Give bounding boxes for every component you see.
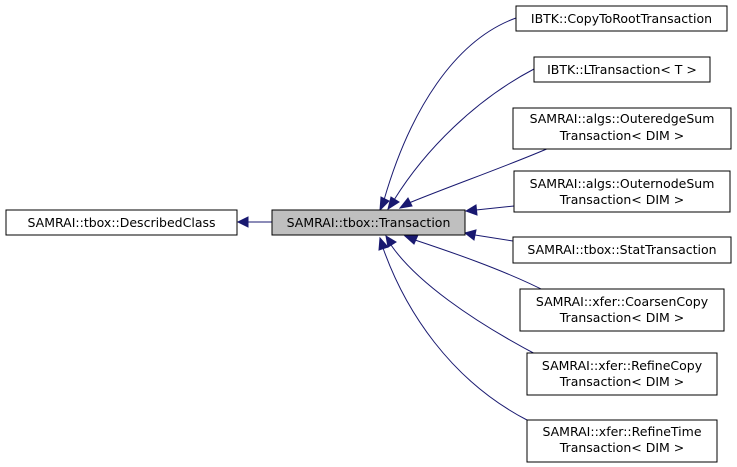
class-node-label: Transaction< DIM >	[559, 440, 685, 455]
edge-stat-transaction-to-transaction	[463, 229, 514, 242]
edge-arrowhead	[387, 196, 400, 211]
class-node-transaction[interactable]: SAMRAI::tbox::Transaction	[271, 209, 466, 236]
edge-copy-to-root-to-transaction	[379, 17, 517, 212]
class-node-label: Transaction< DIM >	[559, 192, 685, 207]
edge-arrowhead	[398, 197, 413, 209]
edge-outernode-sum-to-transaction	[464, 204, 515, 216]
class-node-label: IBTK::CopyToRootTransaction	[531, 11, 712, 26]
class-node-label: Transaction< DIM >	[559, 374, 685, 389]
edge-refine-time-to-transaction	[378, 236, 528, 421]
class-node-label: Transaction< DIM >	[559, 310, 685, 325]
class-node-described-class[interactable]: SAMRAI::tbox::DescribedClass	[5, 209, 238, 236]
class-node-copy-to-root-transaction[interactable]: IBTK::CopyToRootTransaction	[515, 5, 728, 32]
edge-transaction-to-described-class	[236, 216, 272, 228]
class-node-label: Transaction< DIM >	[559, 128, 685, 143]
edge-arrowhead	[403, 234, 419, 245]
class-node-outeredge-sum-transaction[interactable]: SAMRAI::algs::OuteredgeSum Transaction< …	[512, 107, 732, 150]
edge-arrowhead	[236, 216, 249, 228]
class-node-stat-transaction[interactable]: SAMRAI::tbox::StatTransaction	[512, 236, 732, 264]
edge-outeredge-sum-to-transaction	[398, 147, 550, 209]
class-node-label: SAMRAI::xfer::RefineTime	[542, 424, 701, 439]
class-node-label: SAMRAI::xfer::CoarsenCopy	[536, 294, 709, 309]
edge-ltransaction-to-transaction	[387, 68, 535, 211]
class-node-label: SAMRAI::tbox::DescribedClass	[27, 215, 215, 230]
class-node-label: SAMRAI::algs::OuteredgeSum	[530, 111, 715, 126]
edge-arrowhead	[385, 235, 397, 248]
class-node-label: IBTK::LTransaction< T >	[547, 62, 697, 77]
class-node-refine-copy-transaction[interactable]: SAMRAI::xfer::RefineCopy Transaction< DI…	[526, 352, 718, 396]
edge-arrowhead	[378, 236, 389, 251]
class-node-ltransaction[interactable]: IBTK::LTransaction< T >	[533, 56, 711, 83]
class-node-coarsen-copy-transaction[interactable]: SAMRAI::xfer::CoarsenCopy Transaction< D…	[519, 288, 725, 332]
class-node-label: SAMRAI::tbox::StatTransaction	[527, 242, 716, 257]
class-node-outernode-sum-transaction[interactable]: SAMRAI::algs::OuternodeSum Transaction< …	[513, 170, 731, 213]
edge-refine-copy-to-transaction	[385, 235, 542, 358]
edge-arrowhead	[463, 229, 477, 241]
edge-arrowhead	[379, 196, 390, 212]
class-node-label: SAMRAI::algs::OuternodeSum	[530, 176, 715, 191]
edge-arrowhead	[464, 204, 478, 216]
class-node-label: SAMRAI::xfer::RefineCopy	[542, 358, 703, 373]
class-node-label: SAMRAI::tbox::Transaction	[287, 215, 451, 230]
class-node-refine-time-transaction[interactable]: SAMRAI::xfer::RefineTime Transaction< DI…	[526, 419, 718, 463]
edge-coarsen-copy-to-transaction	[403, 234, 550, 294]
